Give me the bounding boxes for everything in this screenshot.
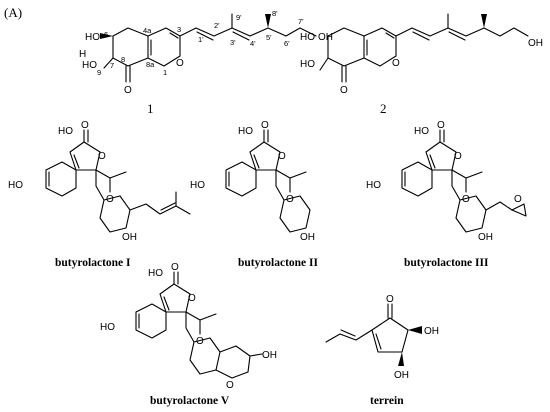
- bIII-atom-HO-phenol: HO: [366, 180, 381, 191]
- butyrolactone-I-structure: [45, 129, 191, 233]
- c1-num: 7': [298, 17, 304, 26]
- bII-atom-HO-phenol: HO: [190, 180, 205, 191]
- bI-atom-HO: HO: [58, 126, 73, 137]
- compound-2-structure: [319, 13, 529, 83]
- c1-num: 8': [272, 9, 278, 18]
- c1-atom-H: H: [79, 49, 86, 60]
- compound-1-label: 1: [147, 101, 154, 116]
- bI-atom-O: O: [81, 120, 89, 131]
- bV-atom-O: O: [171, 262, 179, 273]
- bV-atom-OH: OH: [262, 350, 277, 361]
- c1-num: 1': [198, 35, 204, 44]
- c1-num: 2': [214, 21, 220, 30]
- c1-num: 6: [104, 30, 108, 39]
- terrein-atom-OH-2: OH: [394, 370, 409, 381]
- bII-atom-HO: HO: [238, 126, 253, 137]
- bV-atom-HO: HO: [148, 268, 163, 279]
- terrein-label: terrein: [370, 395, 404, 407]
- bII-atom-OH: OH: [300, 232, 315, 243]
- c1-num: 6': [284, 39, 290, 48]
- c2-atom-O-ring: O: [392, 58, 400, 69]
- bV-atom-O-ester: O: [196, 336, 204, 347]
- c1-num: 4a: [143, 26, 152, 35]
- bIII-atom-OH: OH: [478, 232, 493, 243]
- bII-atom-O: O: [261, 120, 269, 131]
- butyrolactone-V-label: butyrolactone V: [150, 395, 230, 407]
- c1-num: 9': [236, 13, 242, 22]
- bI-atom-O-ring: O: [98, 151, 106, 162]
- bI-atom-OH: OH: [122, 232, 137, 243]
- c1-atom-HO-7: HO: [82, 60, 97, 71]
- c1-atom-HO-6: HO: [85, 32, 100, 43]
- butyrolactone-II-label: butyrolactone II: [238, 257, 318, 269]
- bII-atom-O-ring: O: [278, 151, 286, 162]
- bV-atom-HO-phenol: HO: [100, 322, 115, 333]
- c1-num: 7: [110, 61, 114, 70]
- butyrolactone-V-structure: [135, 271, 263, 379]
- c1-num: 3: [177, 25, 181, 34]
- c1-atom-O-ketone: O: [124, 85, 132, 96]
- butyrolactone-I-label: butyrolactone I: [55, 257, 131, 269]
- c1-num: 3': [230, 38, 236, 47]
- bIII-atom-O-ring: O: [454, 151, 462, 162]
- c1-num: 8: [121, 55, 125, 64]
- bV-atom-O-chroman: O: [226, 380, 234, 391]
- bIII-atom-O: O: [437, 120, 445, 131]
- c1-atom-O-ring: O: [176, 58, 184, 69]
- c2-atom-OH: OH: [528, 38, 543, 49]
- bIII-atom-HO: HO: [414, 126, 429, 137]
- c1-num: 1: [163, 68, 167, 77]
- bI-atom-HO-phenol: HO: [8, 180, 23, 191]
- c1-num: 8a: [146, 60, 155, 69]
- c1-num: 4': [250, 39, 256, 48]
- butyrolactone-III-label: butyrolactone III: [404, 257, 489, 269]
- bV-atom-O-ring: O: [188, 293, 196, 304]
- c1-num: 9: [97, 68, 101, 77]
- c2-atom-HO-6: HO: [300, 32, 315, 43]
- c1-numbering: 6 7 8 8a 1 4a 3 9 1' 2' 3' 9' 4' 5' 8' 6…: [97, 9, 304, 77]
- terrein-structure: [325, 303, 422, 366]
- compound-1-structure: [100, 13, 317, 83]
- butyrolactone-II-structure: [225, 129, 311, 233]
- panel-label: (A): [4, 5, 22, 20]
- c1-num: 5': [266, 33, 272, 42]
- c2-atom-HO-7: HO: [300, 59, 315, 70]
- terrein-atom-OH-1: OH: [424, 326, 439, 337]
- bIII-atom-O-ester: O: [462, 194, 470, 205]
- bIII-atom-O-epoxide: O: [514, 194, 522, 205]
- compound-2-label: 2: [380, 101, 387, 116]
- bI-atom-O-ester: O: [106, 194, 114, 205]
- c2-atom-O-ketone: O: [340, 85, 348, 96]
- terrein-atom-O: O: [386, 294, 394, 305]
- bII-atom-O-ester: O: [286, 194, 294, 205]
- c1-atom-OH: OH: [318, 32, 333, 43]
- butyrolactone-III-structure: [401, 129, 527, 233]
